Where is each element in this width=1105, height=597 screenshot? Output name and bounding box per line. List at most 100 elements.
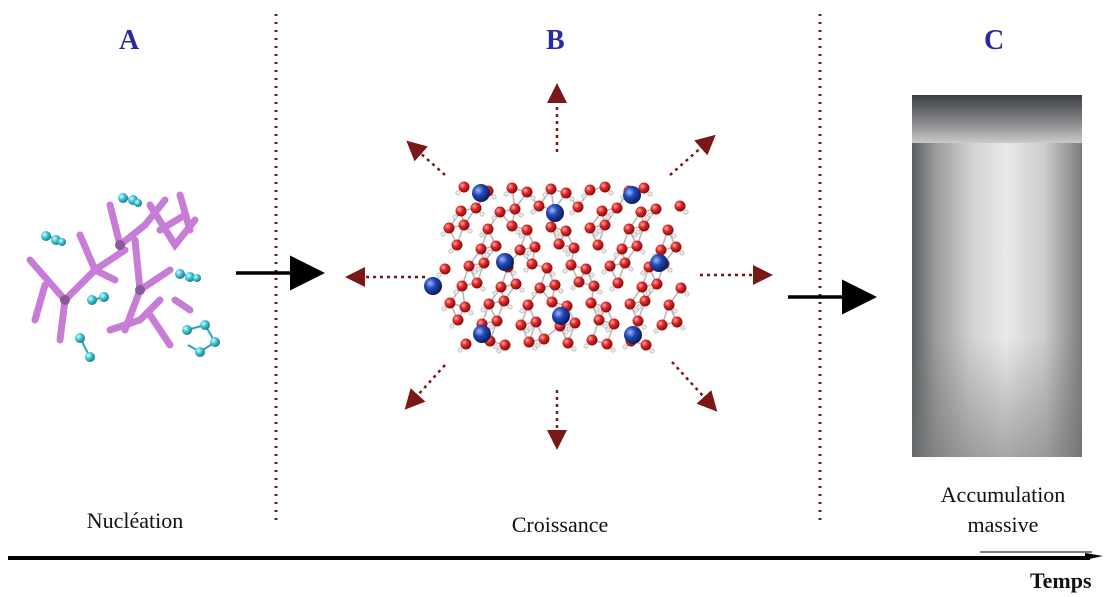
oxygen-atom (452, 314, 464, 326)
hydrogen-atom (472, 269, 478, 275)
time-axis-label: Temps (1030, 568, 1092, 593)
oxygen-atom (572, 201, 584, 213)
hydrogen-atom (479, 232, 485, 238)
oxygen-atom (565, 259, 577, 271)
oxygen-atom (624, 298, 636, 310)
hydrogen-atom (530, 209, 536, 215)
hydrogen-atom (562, 268, 568, 274)
hydrogen-atom (593, 231, 599, 237)
hydrogen-atom (635, 229, 641, 235)
oxygen-atom (521, 224, 533, 236)
oxygen-atom (623, 223, 635, 235)
oxygen-atom (584, 184, 596, 196)
oxygen-atom (568, 242, 580, 254)
hydrogen-atom (480, 307, 486, 313)
oxygen-atom (439, 263, 451, 275)
oxygen-atom (562, 337, 574, 349)
hydrogen-atom (488, 324, 494, 330)
hydrogen-atom (569, 196, 575, 202)
hydrogen-atom (491, 194, 497, 200)
hydrogen-atom (680, 325, 686, 331)
oxygen-atom (471, 277, 483, 289)
oxygen-atom (475, 243, 487, 255)
hydrogen-atom (636, 304, 642, 310)
guest-molecule (424, 277, 442, 295)
guest-molecule (552, 307, 570, 325)
hydrogen-atom (570, 285, 576, 291)
hydrogen-atom (526, 250, 532, 256)
hydrogen-atom (440, 231, 446, 237)
hydrogen-atom (468, 310, 474, 316)
hydrogen-atom (441, 306, 447, 312)
hydrogen-atom (542, 192, 548, 198)
hydrogen-atom (519, 287, 525, 293)
hydrogen-atom (436, 272, 442, 278)
oxygen-atom (585, 297, 597, 309)
oxygen-atom (670, 241, 682, 253)
oxygen-atom (573, 276, 585, 288)
hydrogen-atom (518, 212, 524, 218)
hydrogen-atom (565, 251, 571, 257)
oxygen-atom (674, 200, 686, 212)
guest-molecule (472, 184, 490, 202)
hydrogen-atom (608, 211, 614, 217)
hydrogen-atom (647, 212, 653, 218)
oxygen-atom (560, 225, 572, 237)
nucleation-illustration (26, 191, 220, 362)
oxygen-atom (490, 240, 502, 252)
hydrogen-atom (493, 344, 499, 350)
hydrogen-atom (645, 290, 651, 296)
hydrogen-atom (605, 327, 611, 333)
oxygen-atom (463, 260, 475, 272)
hydrogen-atom (550, 271, 556, 277)
guest-molecule (623, 186, 641, 204)
hydrogen-atom (558, 288, 564, 294)
oxygen-atom (600, 301, 612, 313)
oxygen-atom (612, 277, 624, 289)
hydrogen-atom (531, 291, 537, 297)
oxygen-atom (638, 220, 650, 232)
hydrogen-atom (569, 210, 575, 216)
oxygen-atom (569, 317, 581, 329)
oxygen-atom (586, 334, 598, 346)
oxygen-atom (604, 260, 616, 272)
oxygen-atom (495, 281, 507, 293)
hydrogen-atom (594, 306, 600, 312)
oxygen-atom (478, 257, 490, 269)
hydrogen-atom (653, 328, 659, 334)
caption-accumulation: Accumulation massive (918, 480, 1088, 540)
hydrogen-atom (608, 190, 614, 196)
oxygen-atom (506, 182, 518, 194)
caption-croissance: Croissance (511, 512, 609, 537)
hydrogen-atom (601, 248, 607, 254)
oxygen-atom (650, 203, 662, 215)
oxygen-atom (538, 333, 550, 345)
hydrogen-atom (492, 290, 498, 296)
oxygen-atom (655, 244, 667, 256)
hydrogen-atom (530, 195, 536, 201)
hydrogen-atom (554, 230, 560, 236)
oxygen-atom (541, 262, 553, 274)
tube-shadow (912, 337, 1082, 457)
oxygen-atom (596, 205, 608, 217)
hydrogen-atom (601, 269, 607, 275)
caption-accumulation-line1: Accumulation (940, 482, 1066, 507)
hydrogen-atom (671, 233, 677, 239)
hydrogen-atom (581, 193, 587, 199)
oxygen-atom (443, 222, 455, 234)
hydrogen-atom (523, 253, 529, 259)
oxygen-atom (534, 282, 546, 294)
hydrogen-atom (597, 289, 603, 295)
oxygen-atom (529, 241, 541, 253)
oxygen-atom (506, 220, 518, 232)
oxygen-atom (482, 223, 494, 235)
hydrogen-atom (684, 291, 690, 297)
time-axis-arrowhead (1085, 553, 1103, 560)
oxygen-atom (639, 295, 651, 307)
oxygen-atom (553, 238, 565, 250)
oxygen-atom (533, 200, 545, 212)
oxygen-atom (522, 299, 534, 311)
hydrogen-atom (496, 348, 502, 354)
oxygen-atom (662, 224, 674, 236)
caption-accumulation-line2: massive (967, 512, 1039, 537)
